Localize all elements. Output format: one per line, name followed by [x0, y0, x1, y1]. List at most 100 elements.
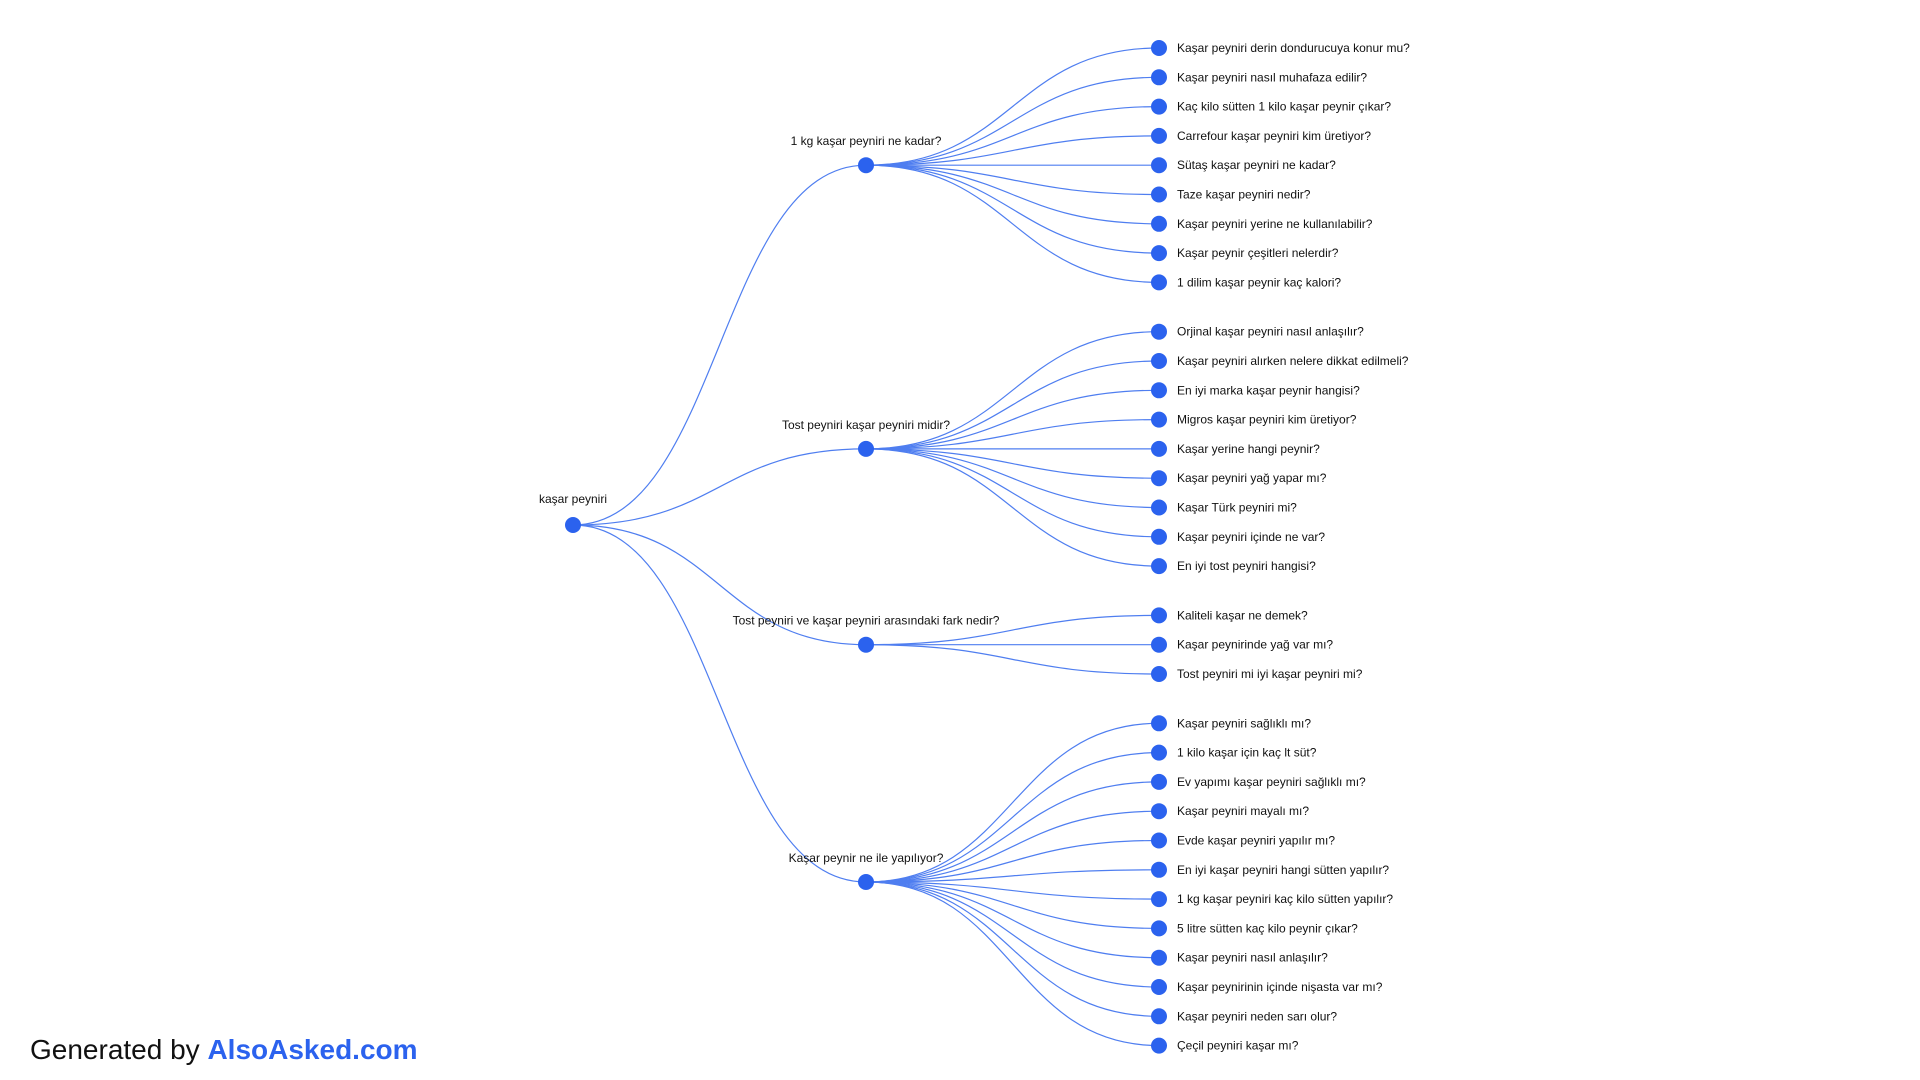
question-label: Çeçil peyniri kaşar mı? [1177, 1039, 1299, 1053]
branch-to-question-link [865, 360, 1160, 450]
question-label: 5 litre sütten kaç kilo peynir çıkar? [1177, 921, 1358, 935]
question-label: 1 kilo kaşar için kaç lt süt? [1177, 746, 1317, 760]
question-label: Kaç kilo sütten 1 kilo kaşar peynir çıka… [1177, 100, 1391, 114]
question-node-dot [1151, 98, 1167, 115]
question-node-dot [1151, 773, 1167, 790]
question-node-dot [1151, 558, 1167, 575]
branch-node-dot [858, 874, 874, 890]
question-node-dot [1151, 245, 1167, 262]
root-to-branch-link [572, 524, 867, 883]
branch-to-question-link [865, 164, 1160, 283]
question-node-dot [1151, 803, 1167, 820]
branch-to-question-link [865, 722, 1160, 883]
question-label: Kaşar yerine hangi peynir? [1177, 442, 1320, 456]
branch-to-question-link [865, 448, 1160, 567]
branch-label: Tost peyniri ve kaşar peyniri arasındaki… [733, 614, 1000, 628]
branch-node-dot [858, 636, 874, 653]
question-node-dot [1151, 636, 1167, 653]
branch-to-question-link [865, 881, 1160, 1047]
root-node-dot [565, 517, 581, 533]
root-to-branch-link [572, 524, 867, 646]
branch-to-question-link [865, 389, 1160, 450]
question-node-dot [1151, 470, 1167, 487]
branch-to-question-link [865, 881, 1160, 900]
question-label: Sütaş kaşar peyniri ne kadar? [1177, 158, 1336, 172]
question-node-dot [1151, 215, 1167, 232]
question-node-dot [1151, 949, 1167, 966]
footer-credit: Generated by AlsoAsked.com [30, 1034, 418, 1066]
branch-to-question-link [865, 135, 1160, 166]
branch-to-question-link [865, 164, 1160, 196]
question-node-dot [1151, 1008, 1167, 1025]
branch-to-question-link [865, 752, 1160, 883]
root-to-branch-link [572, 448, 867, 526]
question-node-dot [1151, 607, 1167, 624]
question-node-dot [1151, 715, 1167, 732]
branch-to-question-link [865, 881, 1160, 959]
question-label: Carrefour kaşar peyniri kim üretiyor? [1177, 129, 1371, 143]
tree-nodes: Kaşar peyniri derin dondurucuya konur mu… [539, 40, 1410, 1054]
question-label: Kaşar peyniri mayalı mı? [1177, 804, 1309, 818]
branch-to-question-link [865, 164, 1160, 254]
branch-to-question-link [865, 614, 1160, 646]
question-label: Ev yapımı kaşar peyniri sağlıklı mı? [1177, 775, 1366, 789]
question-node-dot [1151, 499, 1167, 516]
question-label: Kaşar peyniri nasıl muhafaza edilir? [1177, 70, 1367, 84]
question-node-dot [1151, 323, 1167, 340]
question-node-dot [1151, 744, 1167, 761]
question-label: Kaşar peyniri yağ yapar mı? [1177, 471, 1327, 485]
root-to-branch-link [572, 164, 867, 526]
branch-node-dot [858, 440, 874, 457]
question-label: Kaşar peynirinin içinde nişasta var mı? [1177, 980, 1383, 994]
question-label: Evde kaşar peyniri yapılır mı? [1177, 834, 1335, 848]
question-node-dot [1151, 186, 1167, 203]
branch-to-question-link [865, 47, 1160, 166]
question-label: Kaşar peyniri içinde ne var? [1177, 530, 1325, 544]
question-node-dot [1151, 40, 1167, 56]
question-label: Kaşar peyniri neden sarı olur? [1177, 1009, 1337, 1023]
footer-prefix: Generated by [30, 1034, 208, 1065]
root-label: kaşar peyniri [539, 492, 607, 506]
branch-to-question-link [865, 76, 1160, 166]
branch-to-question-link [865, 644, 1160, 675]
question-node-dot [1151, 832, 1167, 849]
question-label: Migros kaşar peyniri kim üretiyor? [1177, 413, 1357, 427]
question-node-dot [1151, 440, 1167, 457]
branch-to-question-link [865, 164, 1160, 225]
question-label: En iyi tost peyniri hangisi? [1177, 559, 1316, 573]
question-node-dot [1151, 411, 1167, 428]
branch-to-question-link [865, 881, 1160, 988]
question-node-dot [1151, 69, 1167, 86]
question-label: Kaşar peyniri sağlıklı mı? [1177, 716, 1311, 730]
branch-to-question-link [865, 810, 1160, 883]
branch-to-question-link [865, 331, 1160, 450]
branch-node-dot [858, 157, 874, 174]
branch-to-question-link [865, 869, 1160, 883]
branch-to-question-link [865, 106, 1160, 166]
branch-to-question-link [865, 448, 1160, 479]
question-label: Kaşar peyniri yerine ne kullanılabilir? [1177, 217, 1373, 231]
question-node-dot [1151, 157, 1167, 174]
question-label: Kaşar peyniri nasıl anlaşılır? [1177, 951, 1328, 965]
branch-label: 1 kg kaşar peyniri ne kadar? [791, 134, 942, 148]
question-node-dot [1151, 1037, 1167, 1054]
branch-to-question-link [865, 881, 1160, 1017]
question-node-dot [1151, 353, 1167, 369]
question-node-dot [1151, 666, 1167, 682]
question-node-dot [1151, 382, 1167, 399]
question-node-dot [1151, 127, 1167, 144]
question-label: Kaşar peyniri derin dondurucuya konur mu… [1177, 41, 1410, 55]
question-label: En iyi marka kaşar peynir hangisi? [1177, 383, 1360, 397]
branch-label: Kaşar peynir ne ile yapılıyor? [789, 851, 944, 865]
question-label: Kaşar Türk peyniri mi? [1177, 501, 1297, 515]
footer-brand-link[interactable]: AlsoAsked.com [207, 1034, 418, 1065]
question-node-dot [1151, 920, 1167, 937]
question-label: Orjinal kaşar peyniri nasıl anlaşılır? [1177, 325, 1364, 339]
question-node-dot [1151, 979, 1167, 995]
question-label: 1 dilim kaşar peynir kaç kalori? [1177, 275, 1341, 289]
branch-label: Tost peyniri kaşar peyniri midir? [782, 418, 950, 432]
branch-to-question-link [865, 448, 1160, 509]
branch-to-question-link [865, 419, 1160, 450]
question-label: Taze kaşar peyniri nedir? [1177, 188, 1311, 202]
branch-to-question-link [865, 448, 1160, 538]
